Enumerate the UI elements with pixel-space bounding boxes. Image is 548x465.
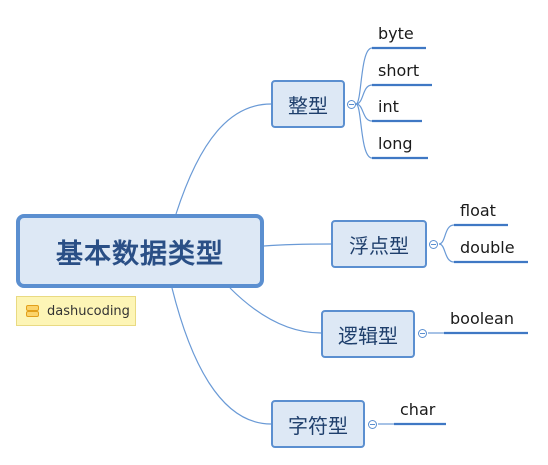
leaf-short[interactable]: short bbox=[378, 61, 420, 80]
branch-luojixing[interactable]: 逻辑型 bbox=[321, 310, 415, 358]
connector-root-fudianxing bbox=[263, 243, 332, 247]
branch-zhengxing[interactable]: 整型 bbox=[271, 80, 345, 128]
connector-double bbox=[438, 243, 455, 263]
root-node[interactable]: 基本数据类型 bbox=[16, 214, 264, 288]
branch-label: 字符型 bbox=[288, 413, 348, 438]
leaf-byte[interactable]: byte bbox=[378, 24, 414, 43]
connector-byte bbox=[355, 47, 373, 105]
root-label: 基本数据类型 bbox=[56, 238, 224, 270]
note-text: dashucoding bbox=[47, 303, 130, 319]
collapse-toggle-icon[interactable] bbox=[429, 240, 438, 249]
note-icon bbox=[25, 304, 39, 318]
note-tag[interactable]: dashucoding bbox=[16, 296, 136, 326]
branch-label: 整型 bbox=[288, 93, 328, 118]
connector-short bbox=[355, 84, 373, 105]
branch-label: 逻辑型 bbox=[338, 323, 398, 348]
connector-long bbox=[355, 103, 373, 159]
leaf-boolean[interactable]: boolean bbox=[450, 309, 514, 328]
collapse-toggle-icon[interactable] bbox=[418, 329, 427, 338]
leaf-float[interactable]: float bbox=[460, 201, 496, 220]
leaf-long[interactable]: long bbox=[378, 134, 413, 153]
leaf-char[interactable]: char bbox=[400, 400, 436, 419]
connector-int bbox=[355, 103, 373, 122]
leaf-int[interactable]: int bbox=[378, 97, 399, 116]
collapse-toggle-icon[interactable] bbox=[347, 100, 356, 109]
branch-fudianxing[interactable]: 浮点型 bbox=[331, 220, 427, 268]
collapse-toggle-icon[interactable] bbox=[368, 420, 377, 429]
leaf-double[interactable]: double bbox=[460, 238, 515, 257]
connector-root-luojixing bbox=[229, 287, 322, 334]
connector-root-zhengxing bbox=[175, 103, 272, 215]
branch-zifuxing[interactable]: 字符型 bbox=[271, 400, 365, 448]
connector-root-zifuxing bbox=[171, 287, 272, 425]
connector-float bbox=[438, 224, 455, 245]
branch-label: 浮点型 bbox=[349, 233, 409, 258]
